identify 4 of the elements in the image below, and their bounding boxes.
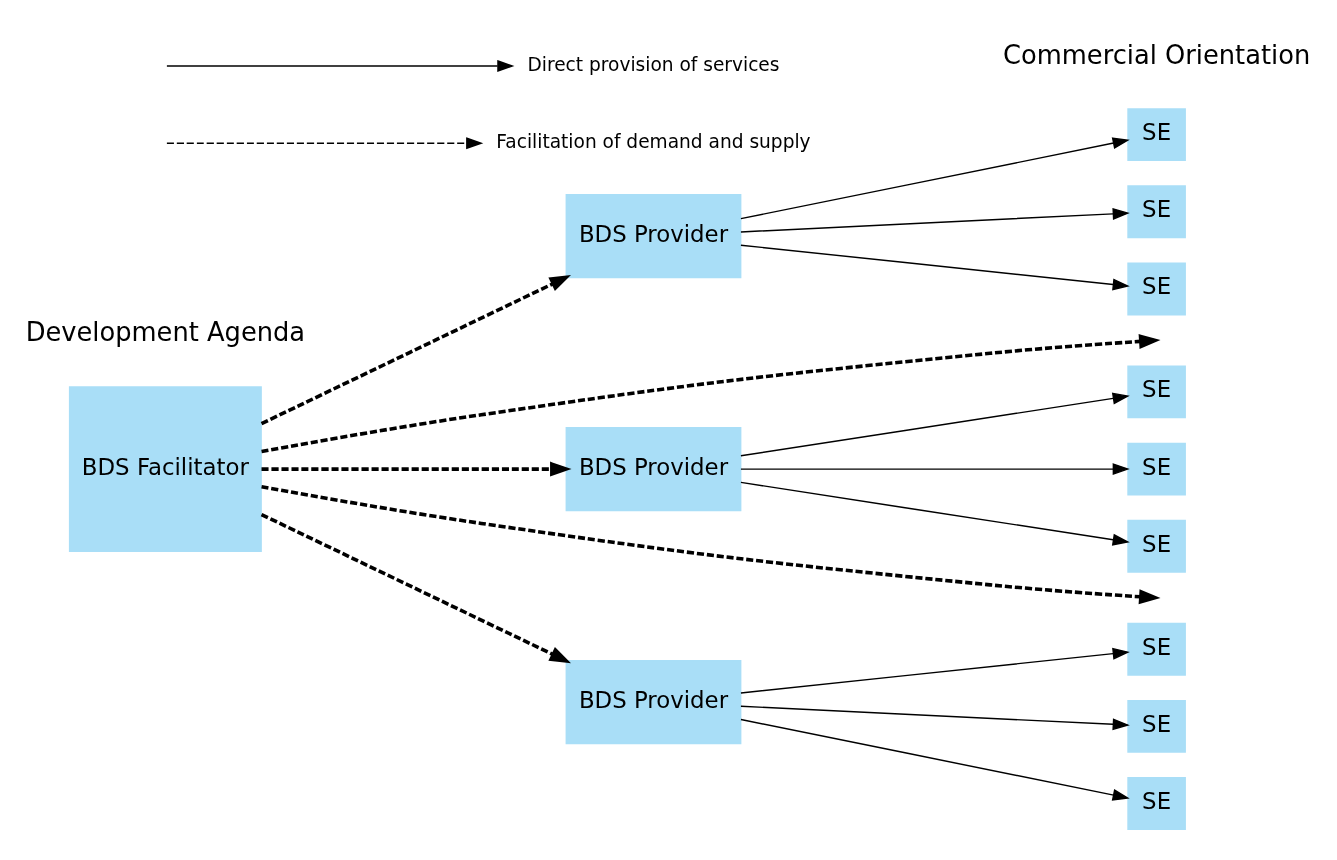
label: Development Agenda <box>25 316 306 347</box>
legend-label: Facilitation of demand and supply <box>496 130 811 152</box>
label: Commercial Orientation <box>1003 39 1311 70</box>
legend-label: Direct provision of services <box>527 53 780 75</box>
